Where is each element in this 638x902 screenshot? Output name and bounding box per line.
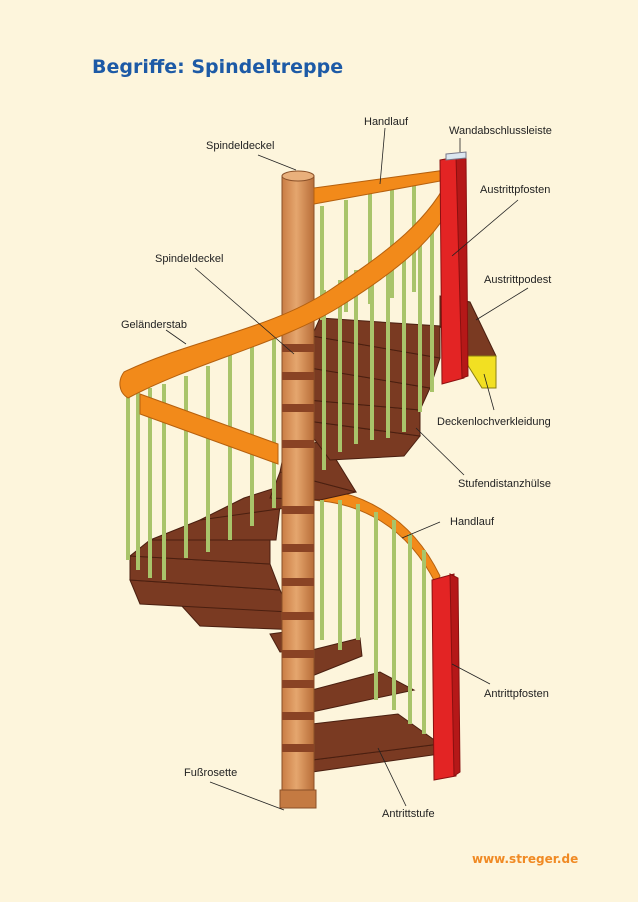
leader-lines [165,127,529,811]
wall-strip [445,151,467,161]
spindle [279,170,317,809]
label-antrittstufe: Antrittstufe [382,808,435,820]
label-wandabschlussleiste: Wandabschlussleiste [449,125,552,137]
label-handlauf-top: Handlauf [364,116,409,128]
label-deckenlochverkleidung: Deckenlochverkleidung [437,416,551,428]
label-fussrosette: Fußrosette [184,767,238,779]
label-antrittpfosten: Antrittpfosten [484,688,549,700]
label-gelaenderstab: Geländerstab [121,319,188,331]
label-handlauf-bottom: Handlauf [450,516,495,528]
step [311,637,363,677]
footer-url: www.streger.de [472,852,579,866]
lower-handrail [295,487,441,586]
step [311,671,416,713]
upper-handrail-straight [313,169,447,205]
ceiling-trim [461,355,497,389]
posts [431,155,469,781]
page-title: Begriffe: Spindeltreppe [92,56,344,78]
label-austrittpodest: Austrittpodest [484,274,552,286]
step [311,317,441,359]
entry-post [431,573,457,781]
label-spindeldeckel-mid: Spindeldeckel [155,253,224,265]
label-stufendistanzhuelse: Stufendistanzhülse [458,478,551,490]
inner-handrail [139,393,279,465]
label-austrittpfosten: Austrittpfosten [480,184,551,196]
entry-post-side [449,573,461,777]
label-spindeldeckel-top: Spindeldeckel [206,140,275,152]
